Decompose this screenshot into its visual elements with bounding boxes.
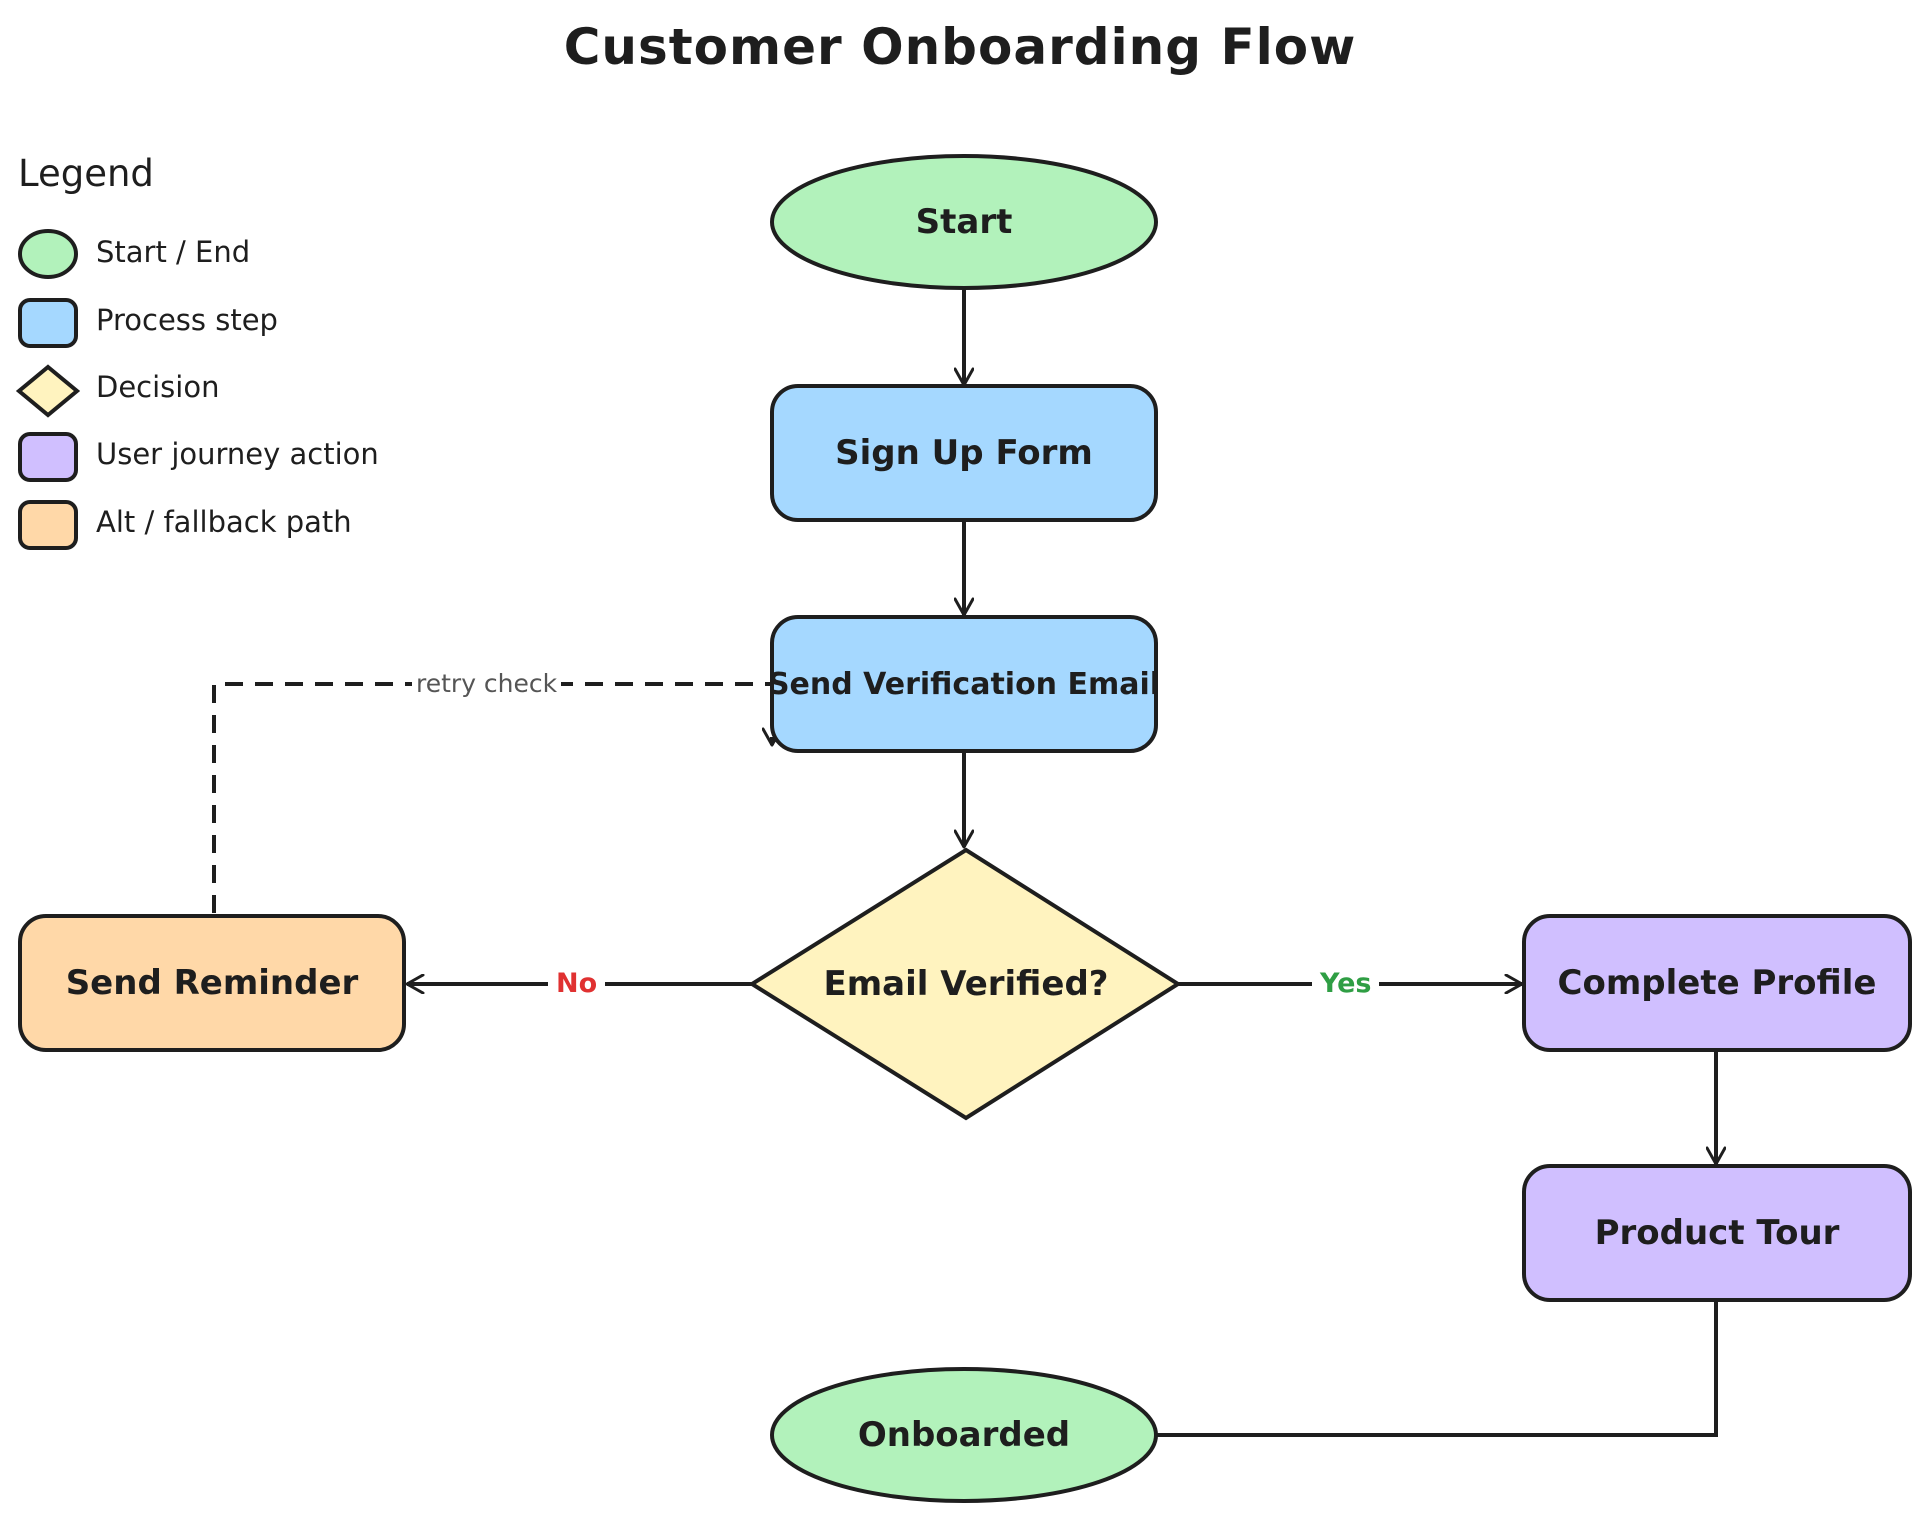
node-start xyxy=(770,154,1158,290)
legend-swatch-start-end xyxy=(18,229,78,279)
node-decision xyxy=(748,847,1182,1121)
legend-swatch-process xyxy=(18,298,78,348)
node-signup xyxy=(770,384,1158,522)
node-verify-email xyxy=(770,615,1158,753)
edge-retry-dashed xyxy=(212,682,772,913)
legend-label: User journey action xyxy=(96,437,379,471)
edge-label-yes: Yes xyxy=(1312,967,1380,1001)
edge-tour-to-onboarded xyxy=(1157,1301,1718,1437)
legend-label: Alt / fallback path xyxy=(96,505,352,539)
node-label-tour: Product Tour xyxy=(1594,1213,1840,1253)
node-onboarded xyxy=(770,1367,1158,1503)
node-label-onboarded: Onboarded xyxy=(857,1415,1071,1455)
node-reminder xyxy=(18,914,406,1052)
legend-label: Process step xyxy=(96,303,278,337)
node-label-reminder: Send Reminder xyxy=(65,963,359,1003)
legend-swatch-user-journey xyxy=(18,432,78,482)
node-label-profile: Complete Profile xyxy=(1557,963,1877,1003)
node-profile xyxy=(1522,914,1912,1052)
legend-title: Legend xyxy=(18,152,154,195)
legend-swatch-decision xyxy=(15,364,81,418)
legend-label: Decision xyxy=(96,370,220,404)
node-label-start: Start xyxy=(915,202,1013,242)
edge-label-retry: retry check xyxy=(412,669,562,699)
edge-label-no: No xyxy=(548,967,606,1001)
node-label-verify-email: Send Verification Email xyxy=(767,666,1161,702)
node-tour xyxy=(1522,1164,1912,1302)
legend-label: Start / End xyxy=(96,235,251,269)
node-label-decision: Email Verified? xyxy=(823,964,1109,1004)
page-title: Customer Onboarding Flow xyxy=(563,18,1357,76)
legend-swatch-fallback xyxy=(18,500,78,550)
node-label-signup: Sign Up Form xyxy=(835,433,1093,473)
